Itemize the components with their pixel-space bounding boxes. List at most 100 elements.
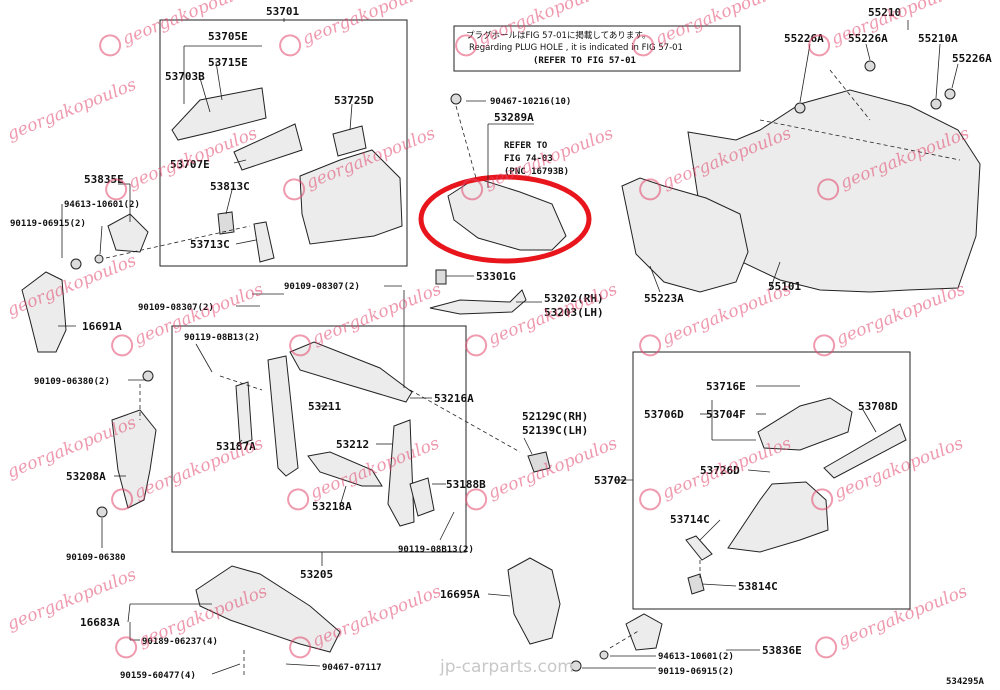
- label-53706d: 53706D: [644, 408, 684, 421]
- part-53708d-brace: [823, 423, 907, 479]
- part-clip-55226a-2: [864, 60, 876, 72]
- part-53835e-bracket: [107, 213, 149, 253]
- label-53703b: 53703B: [165, 70, 205, 83]
- label-53301g: 53301G: [476, 270, 516, 283]
- label-94613-10601-top: 94613-10601(2): [64, 200, 140, 210]
- label-53205: 53205: [300, 568, 333, 581]
- part-53725d-plate: [332, 125, 367, 157]
- label-55226a-2: 55226A: [848, 32, 888, 45]
- part-washer-94613-bot: [599, 650, 609, 660]
- label-53836e: 53836E: [762, 644, 802, 657]
- part-53705e-bracket: [171, 87, 267, 141]
- part-53836e-bracket: [625, 613, 663, 651]
- part-53216a-upper-support: [289, 341, 413, 403]
- part-55223a-insulator: [621, 177, 749, 293]
- svg-text:georgakopoulos: georgakopoulos: [652, 0, 787, 49]
- label-53835e: 53835E: [84, 173, 124, 186]
- label-53187a: 53187A: [216, 440, 256, 453]
- part-52129c-clip: [527, 451, 551, 473]
- label-16691a: 16691A: [82, 320, 122, 333]
- svg-text:georgakopoulos: georgakopoulos: [485, 433, 620, 503]
- part-53301g-bumper: [435, 269, 447, 285]
- part-53713c-piece: [253, 221, 275, 263]
- part-53814c-clip: [687, 573, 705, 595]
- part-bolt-90109-06380: [96, 506, 108, 518]
- highlight-circle-53289a: [418, 174, 592, 264]
- label-55210a: 55210A: [918, 32, 958, 45]
- label-53218a: 53218A: [312, 500, 352, 513]
- label-53216a: 53216A: [434, 392, 474, 405]
- svg-text:georgakopoulos: georgakopoulos: [659, 279, 794, 349]
- label-16683a: 16683A: [80, 616, 120, 629]
- label-53208a: 53208A: [66, 470, 106, 483]
- part-53707e-brace: [233, 123, 303, 171]
- svg-text:georgakopoulos: georgakopoulos: [4, 75, 139, 145]
- label-52139c: 52139C(LH): [522, 424, 588, 437]
- label-53813c: 53813C: [210, 180, 250, 193]
- part-53218a-lower-brace: [307, 451, 383, 487]
- part-16683a-lower-bar: [195, 565, 341, 653]
- label-53814c: 53814C: [738, 580, 778, 593]
- note-line-jp: プラグホールはFIG 57-01に掲載してあります。: [466, 30, 651, 41]
- label-90109-06380: 90109-06380: [66, 553, 126, 563]
- label-53211: 53211: [308, 400, 341, 413]
- part-bolt-90119: [70, 258, 82, 270]
- label-53715e: 53715E: [208, 56, 248, 69]
- label-53726d: 53726D: [700, 464, 740, 477]
- svg-text:georgakopoulos: georgakopoulos: [299, 0, 434, 49]
- label-53289a: 53289A: [494, 111, 534, 124]
- label-90119-08b13-a: 90119-08B13(2): [184, 333, 260, 343]
- label-53704f: 53704F: [706, 408, 746, 421]
- label-16695a: 16695A: [440, 588, 480, 601]
- label-90109-08307-a: 90109-08307(2): [284, 282, 360, 292]
- label-90109-08307-b: 90109-08307(2): [138, 303, 214, 313]
- part-16695a-bracket: [507, 557, 561, 645]
- svg-text:georgakopoulos: georgakopoulos: [835, 581, 970, 651]
- label-90119-06915-bot: 90119-06915(2): [658, 667, 734, 677]
- label-94613-10601-bot: 94613-10601(2): [658, 652, 734, 662]
- part-bolt-90119-bot: [570, 660, 582, 672]
- label-53212: 53212: [336, 438, 369, 451]
- label-53188b: 53188B: [446, 478, 486, 491]
- label-53701: 53701: [266, 5, 299, 18]
- label-53203: 53203(LH): [544, 306, 604, 319]
- label-90159-60477: 90159-60477(4): [120, 671, 196, 681]
- part-53289a-cover: [447, 177, 567, 251]
- label-90119-06915-top: 90119-06915(2): [10, 219, 86, 229]
- figure-id: 534295A: [946, 677, 985, 687]
- label-53713c: 53713C: [190, 238, 230, 251]
- label-53705e: 53705E: [208, 30, 248, 43]
- part-apron-left: [299, 149, 403, 245]
- group-frame-53702: [632, 351, 911, 610]
- part-53726d-apron: [727, 481, 829, 553]
- refer-line-1: REFER TO: [504, 141, 548, 151]
- note-box: [453, 25, 741, 72]
- part-53188b-plate: [409, 477, 435, 517]
- part-53704f-panel: [757, 397, 853, 451]
- note-line-ref: (REFER TO FIG 57-01: [533, 56, 636, 66]
- label-53702: 53702: [594, 474, 627, 487]
- label-90467-10216: 90467-10216(10): [490, 97, 571, 107]
- part-clip-55226a-3: [944, 88, 956, 100]
- part-16691a: [21, 271, 67, 353]
- part-53813c-clip: [217, 211, 235, 235]
- label-55226a-1: 55226A: [784, 32, 824, 45]
- part-clip-55226a-1: [794, 102, 806, 114]
- label-90467-07117: 90467-07117: [322, 663, 382, 673]
- part-bolt-90467-10216: [450, 93, 462, 105]
- refer-line-2: FIG 74-03: [504, 154, 553, 164]
- label-55210: 55210: [868, 6, 901, 19]
- part-clip-55210a: [930, 98, 942, 110]
- label-55226a-3: 55226A: [952, 52, 992, 65]
- label-90109-06380-2: 90109-06380(2): [34, 377, 110, 387]
- part-53211-side-support: [267, 355, 299, 477]
- label-53725d: 53725D: [334, 94, 374, 107]
- label-53716e: 53716E: [706, 380, 746, 393]
- group-frame-53205: [171, 325, 467, 553]
- part-53212-side-support: [387, 419, 415, 527]
- label-55223a: 55223A: [644, 292, 684, 305]
- part-53202-arm: [429, 289, 527, 315]
- label-53714c: 53714C: [670, 513, 710, 526]
- label-90119-08b13-b: 90119-08B13(2): [398, 545, 474, 555]
